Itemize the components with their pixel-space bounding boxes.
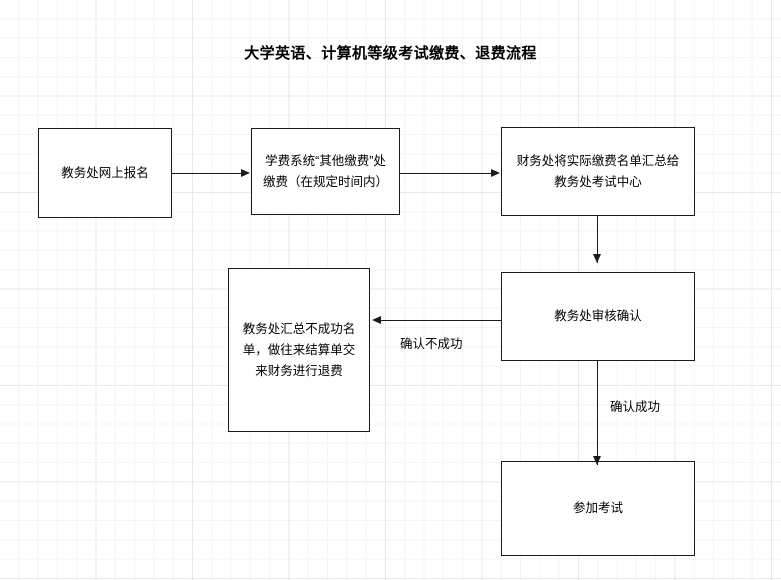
arrowhead-down-icon bbox=[592, 254, 601, 263]
node-verify-label: 教务处审核确认 bbox=[554, 309, 642, 323]
node-pay-label: 学费系统“其他缴费”处缴费（在规定时间内） bbox=[262, 153, 388, 189]
edge-pay-to-finance-line bbox=[400, 173, 492, 174]
arrowhead-right-icon bbox=[491, 168, 500, 177]
node-enroll[interactable]: 教务处网上报名 bbox=[38, 128, 172, 218]
edge-label-success: 确认成功 bbox=[610, 400, 661, 414]
node-enroll-label: 教务处网上报名 bbox=[61, 165, 149, 180]
node-finance[interactable]: 财务处将实际缴费名单汇总给教务处考试中心 bbox=[501, 127, 695, 216]
arrowhead-down-icon bbox=[592, 456, 601, 465]
page-title: 大学英语、计算机等级考试缴费、退费流程 bbox=[244, 45, 537, 62]
node-verify[interactable]: 教务处审核确认 bbox=[501, 272, 695, 361]
node-refund[interactable]: 教务处汇总不成功名单，做往来结算单交来财务进行退费 bbox=[228, 268, 370, 432]
edge-finance-to-verify-line bbox=[597, 216, 598, 263]
node-finance-label: 财务处将实际缴费名单汇总给教务处考试中心 bbox=[516, 153, 680, 189]
node-pay[interactable]: 学费系统“其他缴费”处缴费（在规定时间内） bbox=[251, 128, 400, 215]
arrowhead-right-icon bbox=[241, 168, 250, 177]
arrowhead-left-icon bbox=[372, 315, 381, 324]
node-refund-label: 教务处汇总不成功名单，做往来结算单交来财务进行退费 bbox=[242, 321, 356, 378]
node-exam[interactable]: 参加考试 bbox=[501, 461, 695, 556]
edge-enroll-to-pay-line bbox=[172, 173, 242, 174]
edge-label-fail: 确认不成功 bbox=[400, 337, 463, 351]
node-exam-label: 参加考试 bbox=[572, 501, 623, 515]
edge-verify-to-exam-line bbox=[597, 361, 598, 465]
edge-verify-to-refund-line bbox=[381, 320, 501, 321]
